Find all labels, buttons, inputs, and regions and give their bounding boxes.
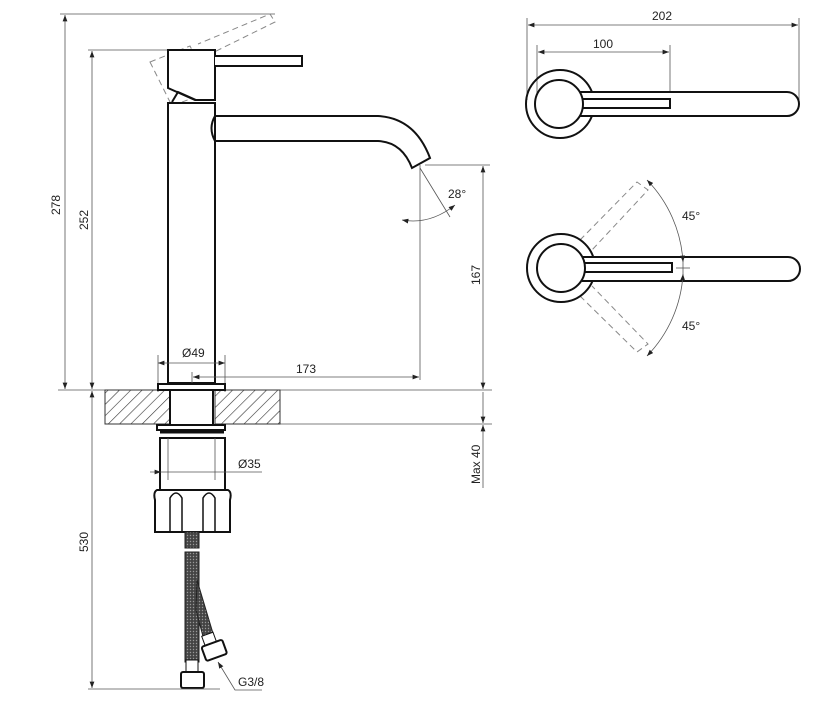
dimension-label-28deg: 28° — [448, 187, 466, 201]
dimension-hose-length: 530 — [77, 391, 220, 690]
top-view-lever: 202 100 — [525, 9, 800, 139]
dimension-label-202: 202 — [652, 9, 672, 23]
dimension-label-173: 173 — [296, 362, 316, 376]
dimension-max-thickness: Max 40 — [469, 392, 486, 488]
dimension-spout-angle: 28° — [401, 165, 466, 380]
dimension-label-530: 530 — [77, 532, 91, 552]
dimension-label-252: 252 — [77, 210, 91, 230]
supply-hoses — [180, 531, 228, 689]
top-view-rotation: 45° 45° — [526, 179, 801, 357]
dimension-spout-reach: 173 — [191, 362, 419, 385]
dimension-label-d49: Ø49 — [182, 346, 205, 360]
dimension-label-d35: Ø35 — [238, 457, 261, 471]
dimension-label-45deg-down: 45° — [682, 319, 700, 333]
dimension-body-height: 252 — [77, 49, 170, 389]
handle-lever — [215, 55, 303, 67]
spout — [214, 115, 432, 170]
countertop-section — [58, 383, 492, 425]
dimension-label-max40: Max 40 — [469, 444, 483, 484]
dimension-total-height: 278 — [49, 13, 275, 389]
dimension-label-100: 100 — [593, 37, 613, 51]
label-hose-thread: G3/8 — [217, 661, 264, 691]
dimension-outlet-height: 167 — [425, 164, 490, 389]
side-view: 278 252 28° — [49, 13, 492, 691]
faucet-body — [167, 102, 216, 384]
dimension-label-167: 167 — [469, 265, 483, 285]
dimension-label-45deg-up: 45° — [682, 209, 700, 223]
mounting-nut — [153, 424, 232, 533]
dimension-label-g38: G3/8 — [238, 675, 264, 689]
dimension-label-278: 278 — [49, 195, 63, 215]
dimension-shank-diameter: Ø35 — [150, 457, 262, 473]
handle-block — [167, 49, 216, 101]
